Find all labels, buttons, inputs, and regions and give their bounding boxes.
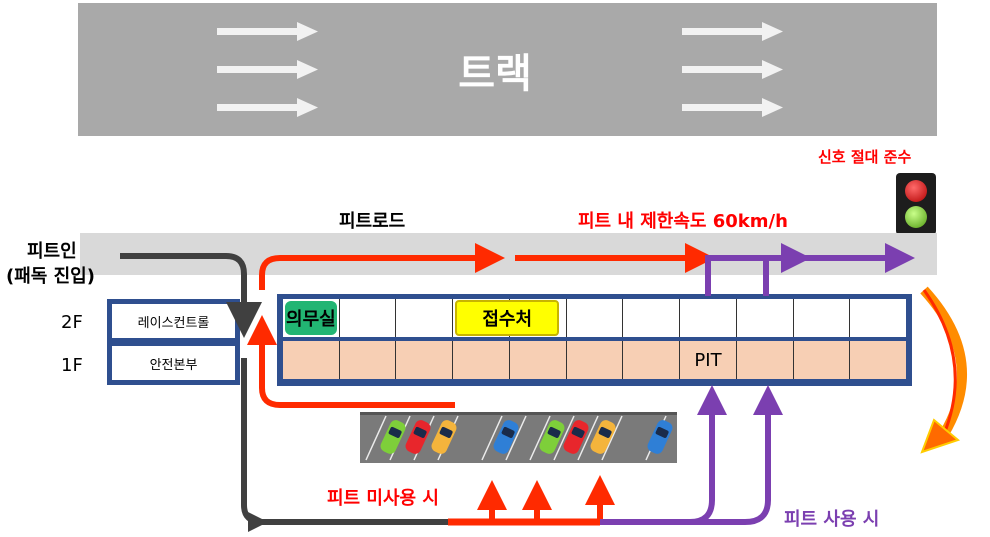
garage-cell	[850, 341, 907, 379]
garage-cell	[680, 299, 737, 337]
green-light	[905, 206, 927, 228]
race-control-room: 레이스컨트롤	[107, 299, 240, 343]
track-arrow-icon	[682, 60, 783, 79]
floor-1f-label: 1F	[61, 355, 83, 376]
garage-cell	[736, 341, 794, 379]
no-pit-route	[247, 315, 455, 408]
speed-limit-label: 피트 내 제한속도 60km/h	[578, 211, 788, 232]
track-arrow-icon	[217, 60, 318, 79]
garage-cell	[396, 299, 454, 337]
floor-2f-label: 2F	[61, 312, 83, 333]
traffic-light-icon	[896, 173, 936, 235]
medical-room: 의무실	[285, 301, 337, 335]
garage-cell	[623, 341, 681, 379]
car-icon	[563, 420, 589, 454]
race-control-label: 레이스컨트롤	[137, 315, 210, 331]
curved-exit-arrow-icon	[920, 286, 967, 437]
garage-cell	[396, 341, 454, 379]
use-pit-label: 피트 사용 시	[784, 509, 880, 530]
track-arrow-icon	[217, 98, 318, 117]
track-arrow-icon	[217, 22, 318, 41]
pit-exit-route	[705, 243, 915, 296]
garage-cell: 접수처	[453, 299, 560, 337]
safety-hq-label: 안전본부	[149, 357, 198, 373]
paddock-entry-label: (패독 진입)	[6, 266, 95, 287]
garage-cell	[566, 299, 624, 337]
garage-cell	[339, 341, 397, 379]
garage-row-1f: PIT	[283, 341, 907, 379]
pit-entry-label: 피트인	[27, 241, 77, 262]
car-icon	[380, 420, 406, 454]
reception-room: 접수처	[455, 300, 560, 336]
parked-cars	[365, 415, 673, 461]
garage-cell	[793, 299, 851, 337]
garage-cell	[509, 341, 567, 379]
garage-cell	[623, 299, 681, 337]
garage-cell	[453, 341, 510, 379]
garage-cell	[793, 341, 851, 379]
no-pit-label: 피트 미사용 시	[327, 488, 439, 509]
garage-cell	[736, 299, 794, 337]
car-icon	[405, 420, 431, 454]
garage-cell	[850, 299, 907, 337]
garage-row-2f: 의무실 접수처	[283, 299, 907, 337]
entry-arrowhead	[248, 512, 268, 532]
car-icon	[590, 420, 616, 454]
track-arrow-icon	[682, 22, 783, 41]
car-icon	[539, 420, 565, 454]
pit-entry-route	[120, 253, 262, 338]
garage-cell	[566, 341, 624, 379]
car-icon	[493, 420, 519, 454]
signal-caption: 신호 절대 준수	[818, 148, 912, 166]
car-icon	[647, 420, 673, 454]
pit-road-label: 피트로드	[339, 211, 406, 232]
track-arrow-icon	[682, 98, 783, 117]
garage-cell	[339, 299, 397, 337]
pit-building: 의무실 접수처 PIT	[277, 294, 912, 386]
car-icon	[431, 420, 457, 454]
no-pit-route-upper	[259, 243, 505, 290]
pit-garage: PIT	[680, 341, 737, 379]
safety-hq-room: 안전본부	[107, 341, 240, 385]
use-pit-route	[600, 385, 727, 525]
garage-cell	[283, 341, 340, 379]
garage-cell: 의무실	[283, 299, 340, 337]
red-light	[905, 180, 927, 202]
